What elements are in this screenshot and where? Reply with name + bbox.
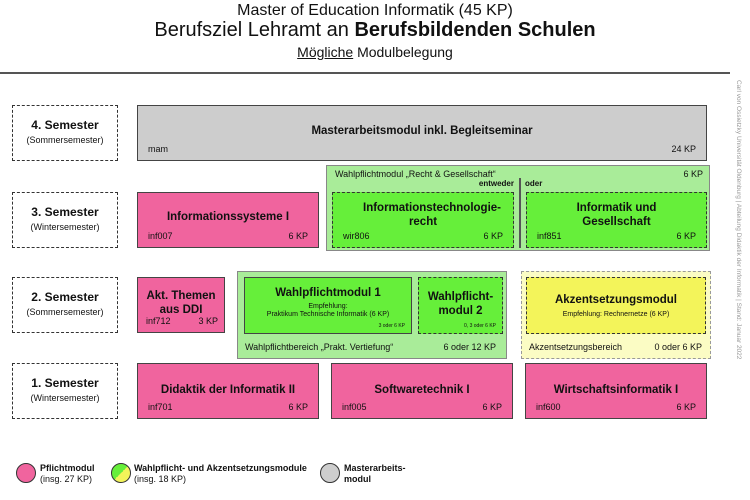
module-code: inf600 [536, 402, 561, 412]
module-title: Wahlpflicht-modul 2 [427, 291, 494, 317]
recommendation-text: Empfehlung: Rechnernetze (6 KP) [562, 311, 670, 318]
module-kp: 3 KP [198, 316, 218, 326]
module-code: inf851 [537, 231, 562, 241]
semester-name: 2. Semester [31, 290, 99, 304]
module-kp: 6 KP [288, 231, 308, 241]
legend-masterarbeit: Masterarbeits-modul [344, 463, 406, 485]
module-code: inf701 [148, 402, 173, 412]
module-title: Informatik und Gesellschaft [576, 202, 657, 228]
module-code: inf712 [146, 316, 171, 326]
module-akzentsetzung: Akzentsetzungsmodul Empfehlung: Rechnern… [526, 277, 706, 334]
module-title: Akt. Themen aus DDI [146, 290, 216, 316]
module-it-recht: Informationstechnologie-recht wir806 6 K… [332, 192, 514, 248]
semester-name: 4. Semester [31, 118, 99, 132]
group-recht-gesellschaft: Wahlpflichtmodul „Recht & Gesellschaft“ … [326, 165, 710, 251]
module-kp: 3 oder 6 KP [378, 323, 405, 329]
module-kp: 6 KP [676, 231, 696, 241]
title-prefix: Berufsziel Lehramt an [154, 19, 355, 41]
module-code: inf007 [148, 231, 173, 241]
module-title: Akzentsetzungsmodul [554, 294, 678, 306]
module-akt-themen: Akt. Themen aus DDI inf712 3 KP [137, 277, 225, 333]
legend-gray-swatch-icon [320, 463, 340, 483]
either-label: entweder [478, 179, 514, 188]
module-wahlpflicht-1: Wahlpflichtmodul 1 Empfehlung: Praktikum… [244, 277, 412, 334]
semester-name: 3. Semester [31, 205, 99, 219]
or-label: oder [525, 179, 543, 188]
module-title: Informationstechnologie-recht [363, 202, 501, 228]
module-title: Informationssysteme I [166, 211, 290, 223]
title-bold: Berufsbildenden Schulen [354, 19, 596, 41]
legend-title: Pflichtmodul [40, 463, 95, 473]
semester-term: (Wintersemester) [30, 393, 100, 403]
module-title: Didaktik der Informatik II [160, 384, 296, 396]
recommendation-label: Empfehlung: [308, 303, 348, 310]
recommendation-text: Praktikum Technische Informatik (6 KP) [266, 311, 390, 318]
module-title: Wahlpflichtmodul 1 [275, 287, 381, 299]
semester-term: (Sommersemester) [26, 135, 104, 145]
module-kp: 6 KP [483, 231, 503, 241]
group-kp: 6 oder 12 KP [443, 342, 496, 352]
module-wirtschaftsinformatik: Wirtschaftsinformatik I inf600 6 KP [525, 363, 707, 419]
module-title: Softwaretechnik I [374, 384, 470, 396]
group-praktische-vertiefung: Wahlpflichtmodul 1 Empfehlung: Praktikum… [237, 271, 507, 359]
semester-3-label: 3. Semester (Wintersemester) [12, 192, 118, 248]
group-label: Wahlpflichtmodul „Recht & Gesellschaft“ [335, 169, 496, 179]
semester-4-label: 4. Semester (Sommersemester) [12, 105, 118, 161]
title-line3: Mögliche Modulbelegung [0, 44, 750, 60]
legend-sub: modul [344, 474, 371, 484]
title-rest: Modulbelegung [353, 44, 453, 60]
group-kp: 0 oder 6 KP [654, 342, 702, 352]
module-kp: 6 KP [676, 402, 696, 412]
module-kp: 6 KP [482, 402, 502, 412]
title-underlined: Mögliche [297, 44, 354, 60]
group-label: Akzentsetzungsbereich [529, 342, 623, 352]
module-informationssysteme: Informationssysteme I inf007 6 KP [137, 192, 319, 248]
module-kp: 0, 3 oder 6 KP [464, 323, 496, 329]
legend-title: Wahlpflicht- und Akzentsetzungsmodule [134, 463, 307, 473]
semester-1-label: 1. Semester (Wintersemester) [12, 363, 118, 419]
group-kp: 6 KP [683, 169, 703, 179]
legend-sub: (insg. 18 KP) [134, 474, 187, 484]
semester-term: (Wintersemester) [30, 222, 100, 232]
semester-name: 1. Semester [31, 376, 99, 390]
or-divider [519, 178, 521, 248]
module-didaktik: Didaktik der Informatik II inf701 6 KP [137, 363, 319, 419]
legend-wahlpflicht: Wahlpflicht- und Akzentsetzungsmodule(in… [134, 463, 307, 485]
legend-green-yellow-swatch-icon [111, 463, 131, 483]
module-wahlpflicht-2: Wahlpflicht-modul 2 0, 3 oder 6 KP [418, 277, 503, 334]
module-code: inf005 [342, 402, 367, 412]
module-code: mam [148, 144, 168, 154]
module-title: Masterarbeitsmodul inkl. Begleitseminar [311, 125, 533, 137]
module-kp: 6 KP [288, 402, 308, 412]
module-softwaretechnik: Softwaretechnik I inf005 6 KP [331, 363, 513, 419]
legend-title: Masterarbeits- [344, 463, 406, 473]
group-akzentsetzung: Akzentsetzungsmodul Empfehlung: Rechnern… [521, 271, 711, 359]
semester-2-label: 2. Semester (Sommersemester) [12, 277, 118, 333]
legend-pink-swatch-icon [16, 463, 36, 483]
module-title: Wirtschaftsinformatik I [553, 384, 679, 396]
module-masterarbeit: Masterarbeitsmodul inkl. Begleitseminar … [137, 105, 707, 161]
module-kp: 24 KP [671, 144, 696, 154]
divider [0, 72, 730, 74]
side-credit: Carl von Ossietzky Universität Oldenburg… [735, 80, 742, 360]
module-informatik-gesellschaft: Informatik und Gesellschaft inf851 6 KP [526, 192, 707, 248]
group-label: Wahlpflichtbereich „Prakt. Vertiefung“ [245, 342, 394, 352]
legend-sub: (insg. 27 KP) [40, 474, 93, 484]
module-code: wir806 [343, 231, 370, 241]
legend-pflicht: Pflichtmodul(insg. 27 KP) [40, 463, 95, 485]
title-line1: Master of Education Informatik (45 KP) [237, 2, 513, 19]
title-line2: Berufsziel Lehramt an Berufsbildenden Sc… [0, 19, 750, 42]
semester-term: (Sommersemester) [26, 307, 104, 317]
